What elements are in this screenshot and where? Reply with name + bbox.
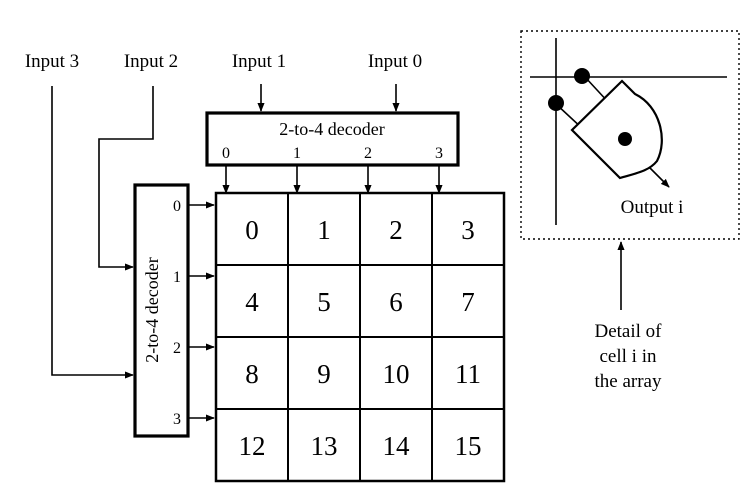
row-connection-dot bbox=[574, 68, 590, 84]
column-connection-dot bbox=[548, 95, 564, 111]
cell-10: 10 bbox=[383, 359, 410, 389]
input-3-label: Input 3 bbox=[25, 51, 79, 72]
detail-caption-line-3: the array bbox=[595, 371, 662, 392]
input-0-label: Input 0 bbox=[368, 51, 422, 72]
cell-7: 7 bbox=[461, 287, 475, 317]
input-3-wire bbox=[51, 86, 134, 379]
cell-5: 5 bbox=[317, 287, 331, 317]
top-decoder-output-1: 1 bbox=[293, 145, 301, 162]
cell-4: 4 bbox=[245, 287, 259, 317]
gate-center-dot bbox=[618, 132, 632, 146]
cell-detail-panel: Output i bbox=[520, 30, 740, 240]
cell-0: 0 bbox=[245, 215, 259, 245]
input-2-label: Input 2 bbox=[124, 51, 178, 72]
detail-caption-line-2: cell i in bbox=[600, 346, 657, 367]
cell-1: 1 bbox=[317, 215, 331, 245]
output-i-label: Output i bbox=[621, 197, 684, 218]
input-1-label: Input 1 bbox=[232, 51, 286, 72]
left-decoder-output-3: 3 bbox=[173, 411, 181, 428]
cell-11: 11 bbox=[455, 359, 481, 389]
input-2-wire bbox=[98, 86, 154, 271]
top-decoder-output-2: 2 bbox=[364, 145, 372, 162]
cell-14: 14 bbox=[383, 431, 411, 461]
top-decoder-output-0: 0 bbox=[222, 145, 230, 162]
left-decoder: 2-to-4 decoder 0 1 2 3 bbox=[133, 183, 190, 438]
cell-15: 15 bbox=[455, 431, 482, 461]
detail-caption-line-1: Detail of bbox=[594, 321, 662, 342]
output-arrow bbox=[648, 166, 670, 188]
cell-2: 2 bbox=[389, 215, 403, 245]
cell-8: 8 bbox=[245, 359, 259, 389]
top-decoder-output-3: 3 bbox=[435, 145, 443, 162]
cell-9: 9 bbox=[317, 359, 331, 389]
cell-13: 13 bbox=[311, 431, 338, 461]
top-decoder: 2-to-4 decoder 0 1 2 3 bbox=[205, 111, 460, 167]
top-decoder-label: 2-to-4 decoder bbox=[279, 119, 384, 139]
left-decoder-output-1: 1 bbox=[173, 269, 181, 286]
left-decoder-label: 2-to-4 decoder bbox=[142, 257, 162, 362]
and-gate-symbol bbox=[570, 79, 663, 180]
left-decoder-output-2: 2 bbox=[173, 340, 181, 357]
cell-12: 12 bbox=[239, 431, 266, 461]
left-decoder-output-0: 0 bbox=[173, 198, 181, 215]
cell-array bbox=[214, 191, 506, 483]
cell-3: 3 bbox=[461, 215, 475, 245]
cell-6: 6 bbox=[389, 287, 403, 317]
